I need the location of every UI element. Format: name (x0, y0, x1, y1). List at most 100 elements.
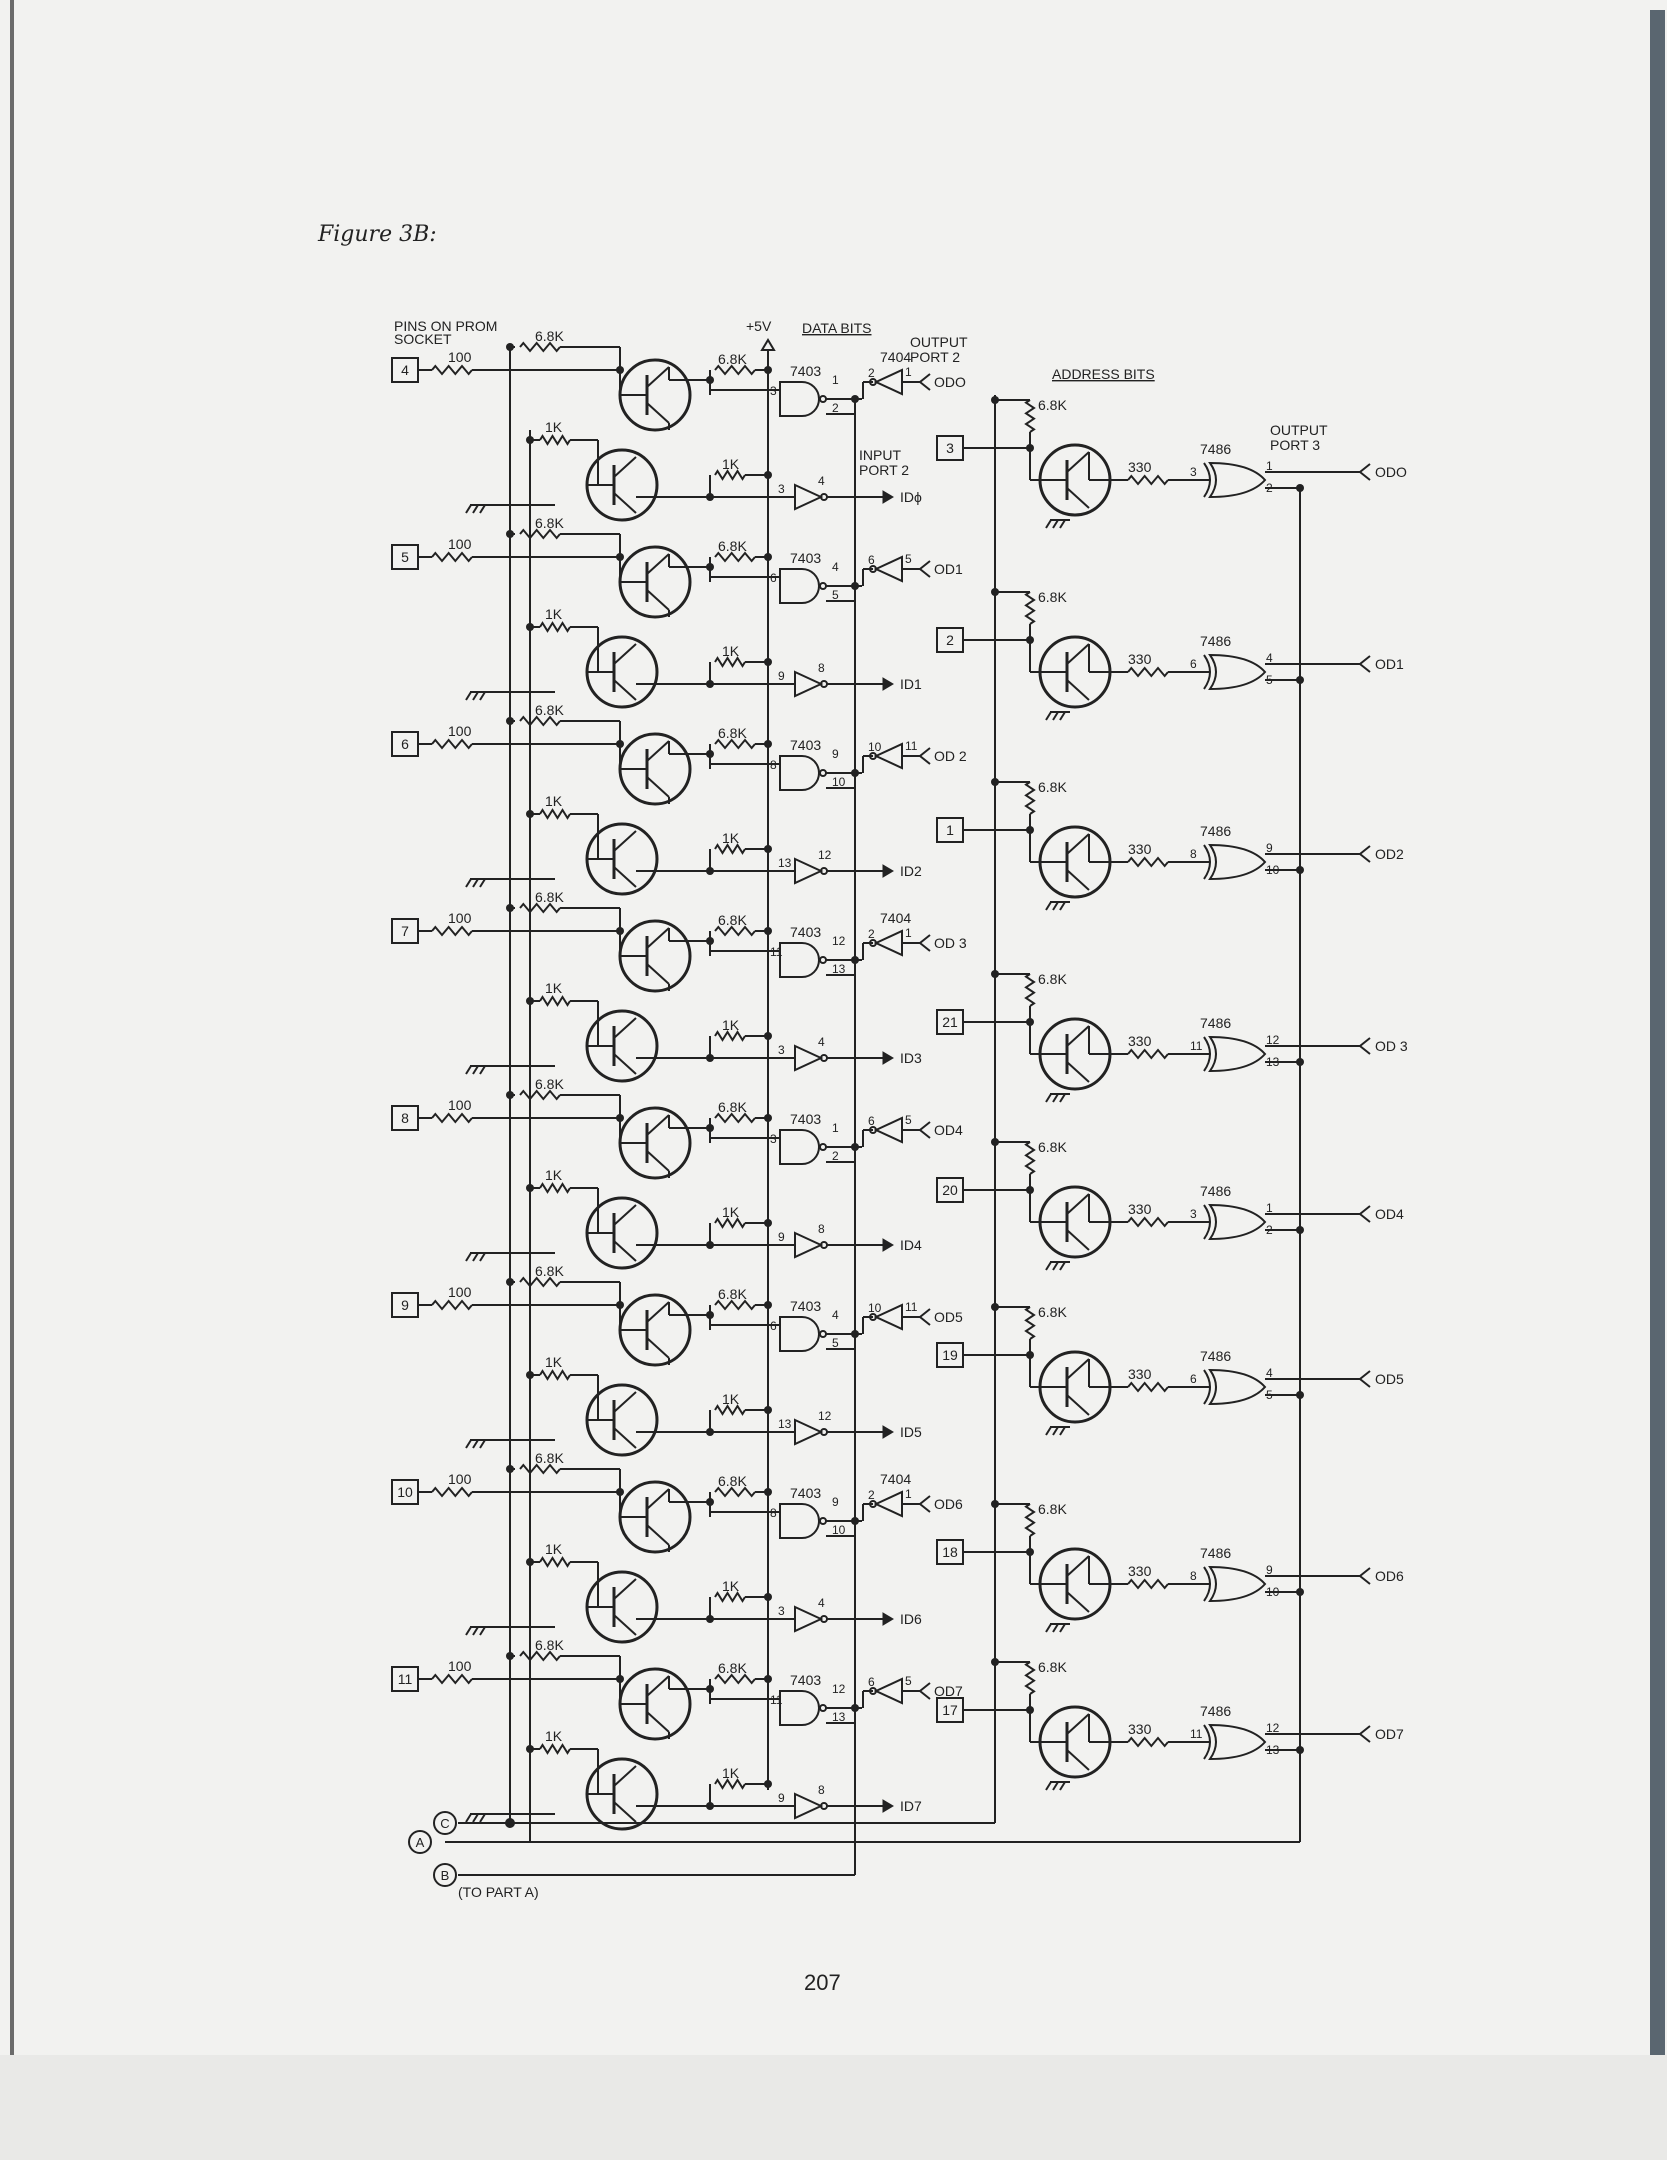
resistor-330 (1127, 856, 1169, 868)
junction-dot (991, 1303, 999, 1311)
nand-out-pin-2: 10 (832, 1523, 846, 1537)
resistor-6-8k-pull-label: 6.8K (535, 1076, 564, 1092)
resistor-6-8k-pull (519, 341, 561, 353)
nand-in-pin: 6 (770, 1319, 777, 1333)
resistor-100-label: 100 (448, 1471, 472, 1487)
nand-out-pin-1: 1 (832, 373, 839, 387)
output-port2-label-2: PORT 2 (910, 349, 960, 365)
resistor-6-8k-nand (714, 1673, 756, 1685)
ground-symbol (465, 878, 490, 888)
junction-dot (851, 956, 859, 964)
resistor-6-8k-address-label: 6.8K (1038, 1139, 1067, 1155)
output-arrow (918, 1495, 931, 1513)
nand-out-pin-1: 12 (832, 1682, 846, 1696)
address-pin-box: 3 (936, 435, 964, 461)
resistor-6-8k-pull (519, 1089, 561, 1101)
resistor-1k-base-label: 1K (545, 1167, 563, 1183)
junction-dot (506, 1652, 514, 1660)
resistor-100 (431, 364, 473, 376)
xor-gate-7486 (1203, 1035, 1267, 1073)
input-port2-signal: ID7 (900, 1798, 922, 1814)
address-bit-row: 196.8K3306748645OD5 (936, 1303, 1404, 1436)
input-inverter (794, 1044, 828, 1072)
junction-dot (851, 1704, 859, 1712)
nand-gate-label: 7403 (790, 1111, 821, 1127)
input-inverter-out-pin: 4 (818, 1596, 825, 1610)
xor-gate-label: 7486 (1200, 1348, 1231, 1364)
output-inverter-in-pin: 6 (868, 553, 875, 567)
resistor-1k-base (539, 995, 571, 1007)
xor-gate-label: 7486 (1200, 1015, 1231, 1031)
nand-out-pin-1: 4 (832, 1308, 839, 1322)
junction-dot (506, 1278, 514, 1286)
resistor-100-label: 100 (448, 349, 472, 365)
nand-out-pin-2: 2 (832, 1149, 839, 1163)
input-inverter-in-pin: 13 (778, 856, 792, 870)
resistor-1k-pull-label: 1K (722, 643, 740, 659)
nand-out-pin-2: 13 (832, 1710, 846, 1724)
junction-dot (1296, 866, 1304, 874)
junction-dot (991, 970, 999, 978)
output-inverter-out-pin: 1 (905, 926, 912, 940)
input-inverter-out-pin: 4 (818, 474, 825, 488)
prom-pin-box: 7 (391, 918, 419, 944)
input-arrow (882, 1612, 894, 1626)
input-port2-signal: ID1 (900, 676, 922, 692)
nand-in-pin: 8 (770, 1506, 777, 1520)
junction-dot (526, 436, 534, 444)
output-arrow (918, 1682, 931, 1700)
output-port2-signal: OD 3 (934, 935, 967, 951)
ground-symbol (465, 1813, 490, 1823)
output-port2-signal: OD7 (934, 1683, 963, 1699)
junction-dot (1296, 1391, 1304, 1399)
ground-symbol (1045, 1261, 1070, 1271)
resistor-6-8k-pull-label: 6.8K (535, 1450, 564, 1466)
address-pin-box: 17 (936, 1697, 964, 1723)
output-transistor (618, 1106, 692, 1180)
output-inverter-in-pin: 6 (868, 1675, 875, 1689)
resistor-330-label: 330 (1128, 841, 1152, 857)
nand-out-pin-1: 9 (832, 747, 839, 761)
nand-out-pin-1: 4 (832, 560, 839, 574)
connector-label: A (416, 1835, 425, 1850)
resistor-6-8k-pull-label: 6.8K (535, 328, 564, 344)
scan-left-edge (10, 0, 14, 2055)
nand-in-pin: 6 (770, 571, 777, 585)
resistor-1k-pull-label: 1K (722, 1765, 740, 1781)
resistor-1k-pull (714, 1217, 746, 1229)
resistor-6-8k-nand-label: 6.8K (718, 1660, 747, 1676)
junction-dot (991, 1500, 999, 1508)
resistor-1k-base-label: 1K (545, 793, 563, 809)
resistor-6-8k-pull (519, 902, 561, 914)
resistor-6-8k-address (1024, 1503, 1036, 1537)
address-bit-row: 36.8K3303748612ODO (936, 396, 1407, 529)
output-inverter-out-pin: 1 (905, 1487, 912, 1501)
input-arrow (882, 1425, 894, 1439)
junction-dot (764, 471, 772, 479)
nand-in-pin: 3 (770, 384, 777, 398)
output-inverter (869, 368, 903, 396)
nand-gate-label: 7403 (790, 737, 821, 753)
address-pin-box-label: 17 (942, 1702, 958, 1718)
resistor-100 (431, 551, 473, 563)
output-arrow (918, 1121, 931, 1139)
resistor-1k-pull (714, 1404, 746, 1416)
xor-in-pin: 6 (1190, 1372, 1197, 1386)
output-arrow (1358, 463, 1371, 481)
prom-pin-box: 9 (391, 1292, 419, 1318)
xor-gate-7486 (1203, 1565, 1267, 1603)
resistor-6-8k-nand-label: 6.8K (718, 538, 747, 554)
nand-in-pin: 11 (770, 945, 783, 959)
output-inverter-in-pin: 2 (868, 1488, 875, 1502)
xor-in-pin: 6 (1190, 657, 1197, 671)
resistor-330-label: 330 (1128, 1366, 1152, 1382)
schematic-wiring (445, 338, 1301, 1876)
input-inverter (794, 1792, 828, 1820)
resistor-6-8k-address (1024, 399, 1036, 433)
resistor-1k-base (539, 1369, 571, 1381)
resistor-6-8k-address-label: 6.8K (1038, 1501, 1067, 1517)
input-inverter-in-pin: 3 (778, 482, 785, 496)
resistor-6-8k-pull-label: 6.8K (535, 515, 564, 531)
